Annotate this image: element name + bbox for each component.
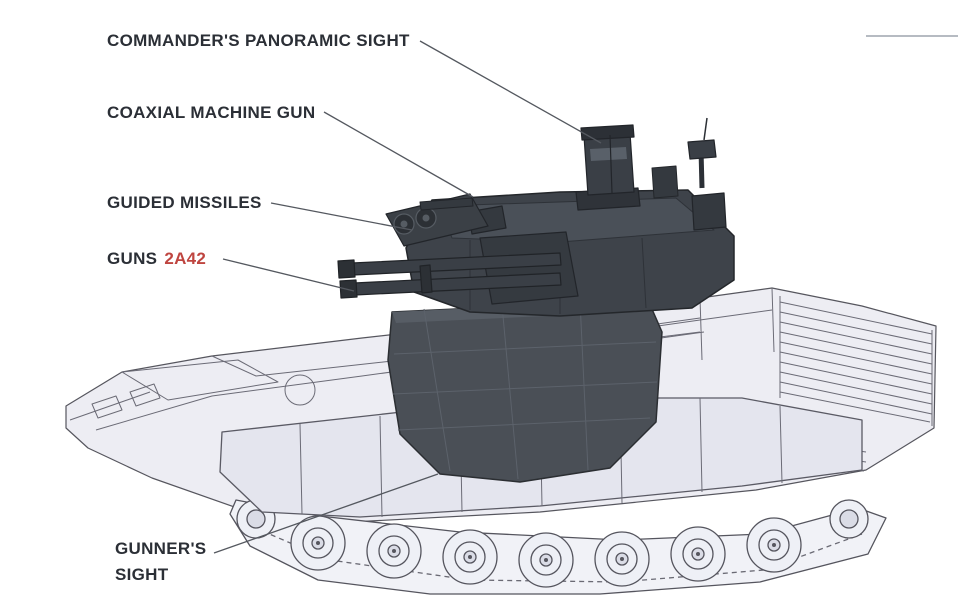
leader-gunners-sight [213, 473, 439, 554]
sensor-mast [687, 117, 727, 231]
label-guns: GUNS 2A42 [107, 249, 206, 269]
turret-basket [387, 299, 663, 483]
turret [337, 117, 735, 483]
equipment-box [651, 165, 679, 199]
leader-commanders-panoramic-sight [419, 40, 602, 144]
guns-model-number: 2A42 [164, 249, 207, 268]
gunners-sight-line1: GUNNER'S [115, 539, 207, 558]
label-guided-missiles: GUIDED MISSILES [107, 193, 262, 212]
leader-guns [222, 258, 355, 292]
leader-lines [213, 40, 602, 554]
road-wheels [236, 499, 869, 588]
label-gunners-sight: GUNNER'S SIGHT [115, 536, 206, 588]
gunners-sight-line2: SIGHT [115, 565, 169, 584]
leader-guided-missiles [270, 202, 413, 231]
label-coaxial-machine-gun: COAXIAL MACHINE GUN [107, 103, 316, 122]
guns-text: GUNS [107, 249, 158, 268]
turret-basket-texture [392, 300, 658, 480]
gun-barrels [337, 231, 579, 305]
leader-coaxial-machine-gun [323, 111, 474, 198]
coaxial-machine-gun-barrel [419, 197, 474, 211]
commanders-sight [575, 124, 641, 211]
label-commanders-panoramic-sight: COMMANDER'S PANORAMIC SIGHT [107, 31, 410, 50]
